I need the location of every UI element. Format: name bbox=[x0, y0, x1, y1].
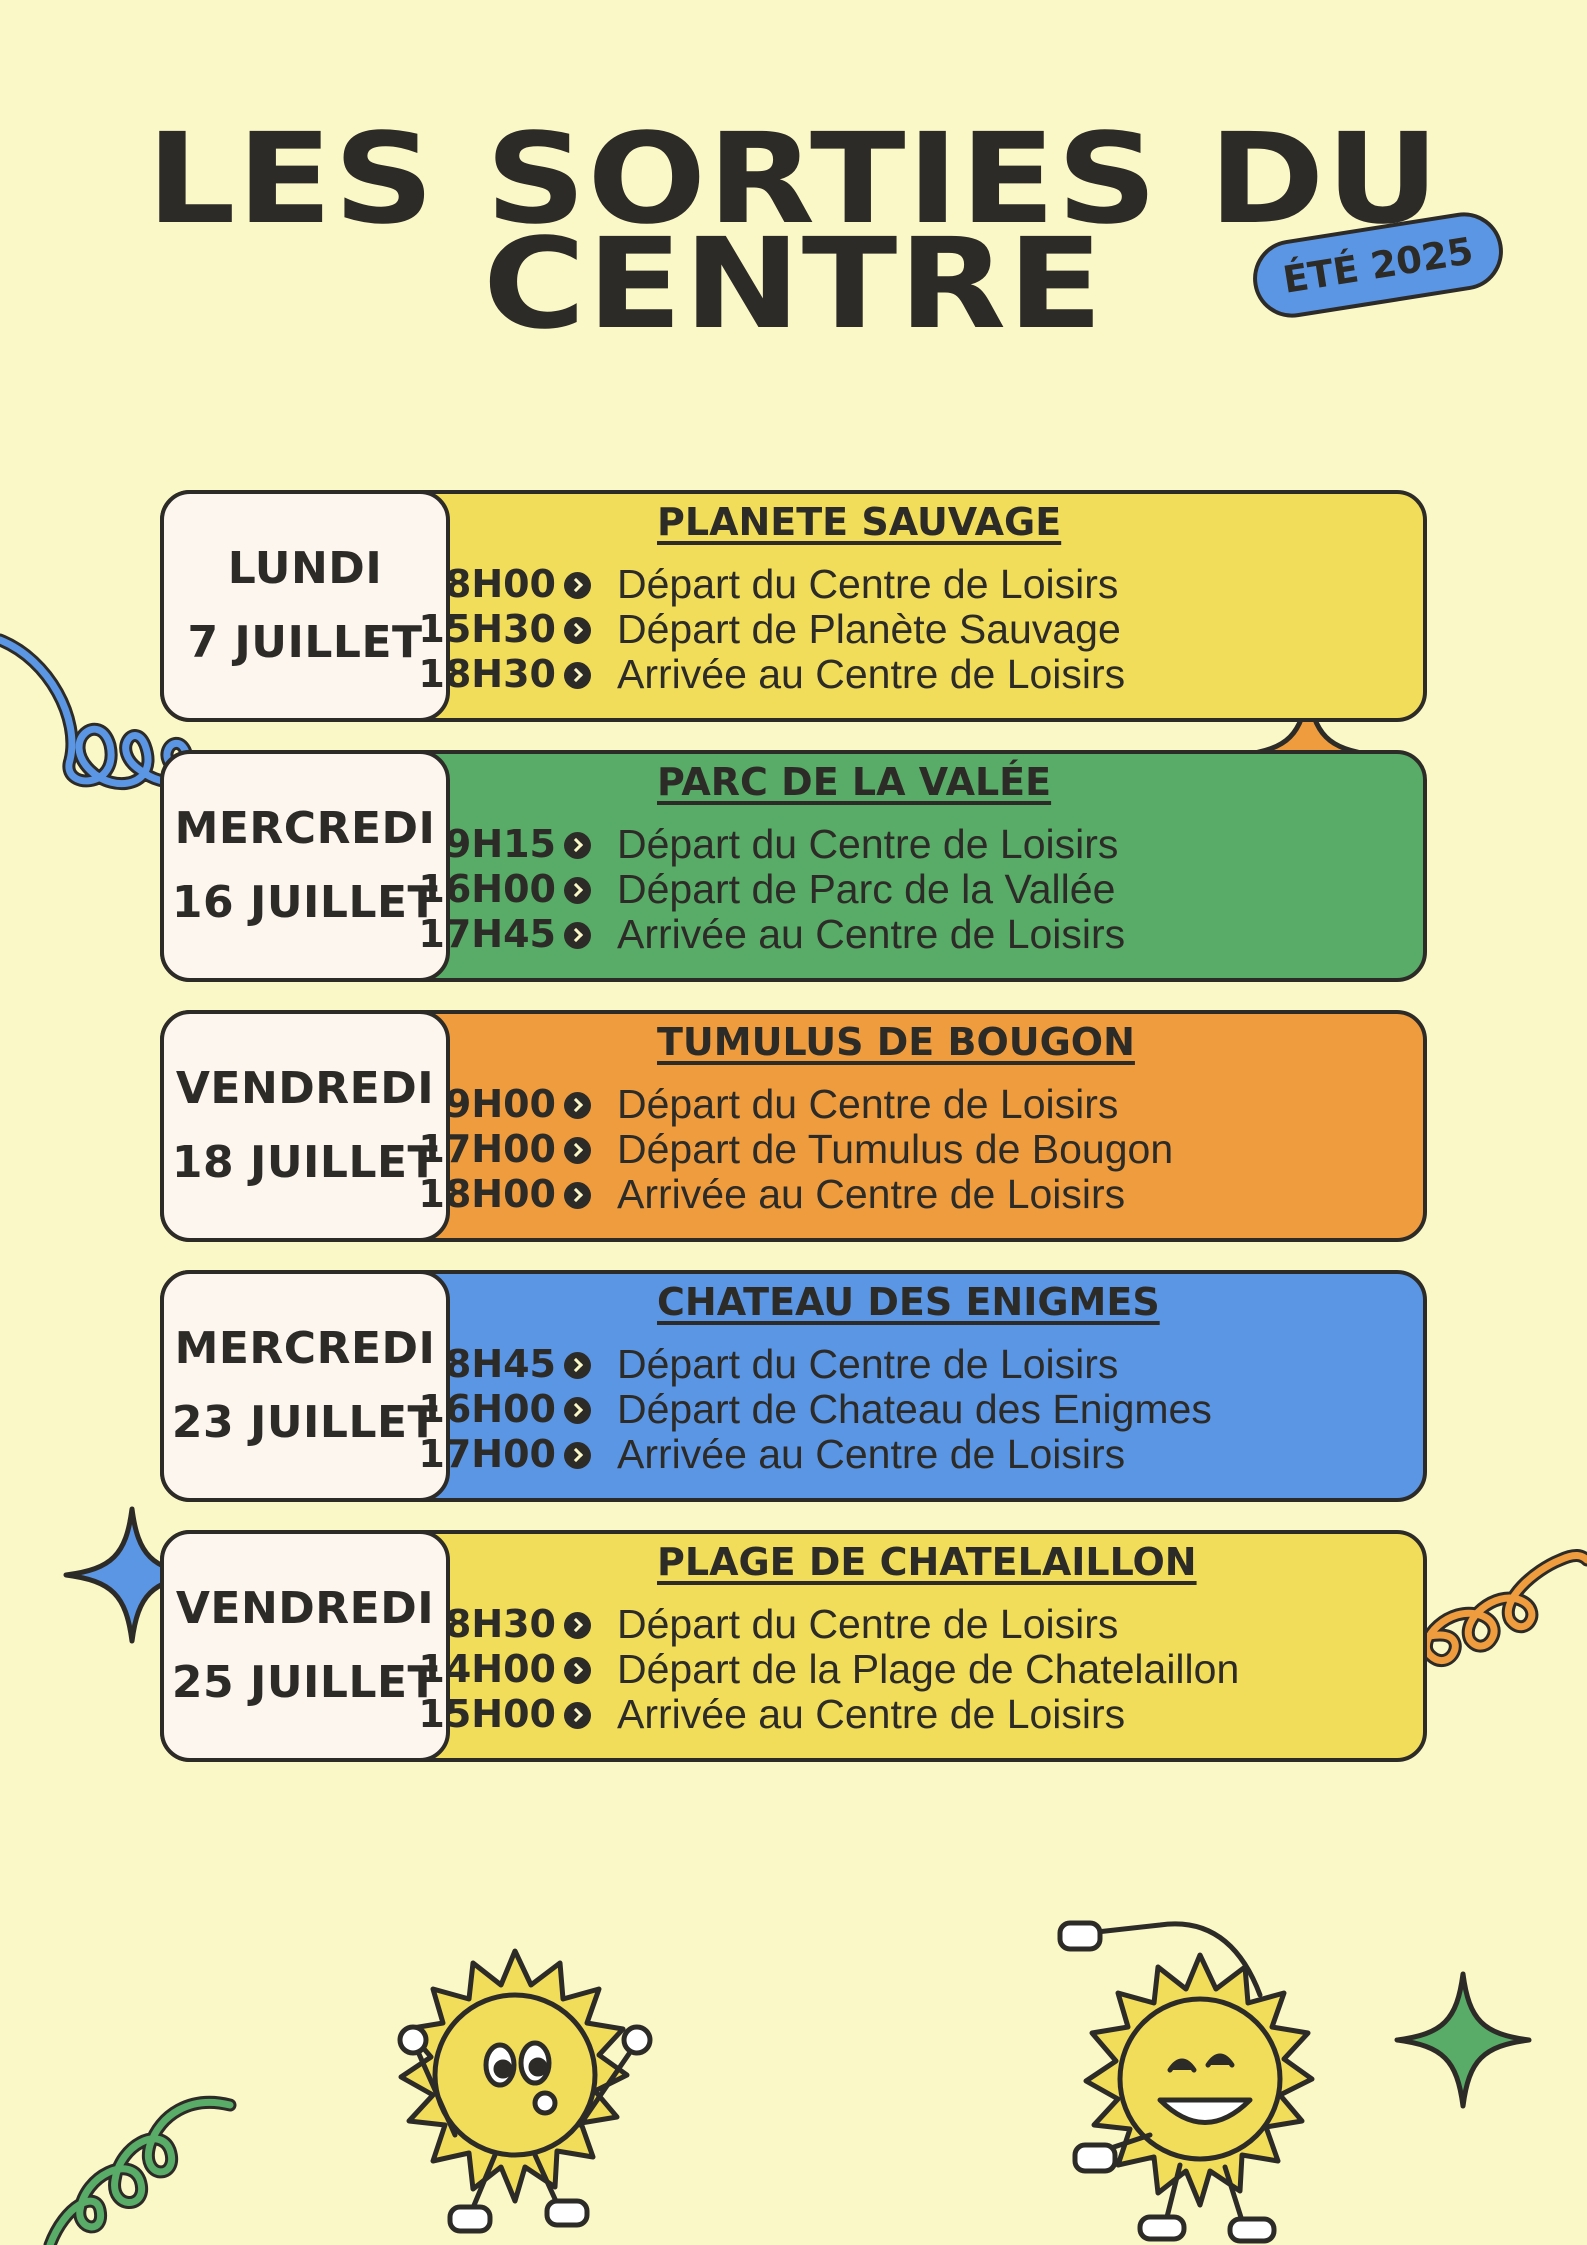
swirl-icon bbox=[1373, 1549, 1587, 1702]
day-panel: LUNDI 7 JUILLET bbox=[160, 490, 450, 722]
chevron-right-icon bbox=[564, 572, 591, 599]
schedule-time: 8H45 bbox=[444, 1342, 556, 1386]
schedule-row: 15H00 Arrivée au Centre de Loisirs bbox=[418, 1691, 1414, 1737]
schedule-label: Départ du Centre de Loisirs bbox=[617, 561, 1119, 607]
swirl-icon bbox=[43, 2095, 237, 2245]
sun-mascot-icon bbox=[1057, 1920, 1315, 2244]
schedule-time: 8H00 bbox=[444, 562, 556, 606]
schedule-label: Arrivée au Centre de Loisirs bbox=[617, 1171, 1126, 1217]
schedule-time: 9H00 bbox=[444, 1082, 556, 1126]
schedule-row: 8H30 Départ du Centre de Loisirs bbox=[445, 1601, 1414, 1647]
destination-title: PLAGE DE CHATELAILLON bbox=[657, 1540, 1197, 1584]
schedule-label: Départ du Centre de Loisirs bbox=[617, 1081, 1119, 1127]
schedule-row: 18H30 Arrivée au Centre de Loisirs bbox=[418, 651, 1414, 697]
schedule-label: Départ du Centre de Loisirs bbox=[617, 821, 1119, 867]
destination-title: PLANETE SAUVAGE bbox=[657, 500, 1062, 544]
chevron-right-icon bbox=[564, 1612, 591, 1639]
day-name: MERCREDI bbox=[174, 803, 436, 854]
schedule-label: Départ de la Plage de Chatelaillon bbox=[617, 1646, 1240, 1692]
schedule-row: 9H15 Départ du Centre de Loisirs bbox=[445, 821, 1414, 867]
schedule: 8H00 Départ du Centre de Loisirs 15H30 D… bbox=[418, 561, 1414, 697]
day-date: 7 JUILLET bbox=[187, 617, 423, 668]
chevron-right-icon bbox=[564, 617, 591, 644]
schedule-time: 17H45 bbox=[418, 912, 556, 956]
schedule-row: 14H00 Départ de la Plage de Chatelaillon bbox=[418, 1646, 1414, 1692]
schedule-row: 16H00 Départ de Chateau des Enigmes bbox=[418, 1386, 1414, 1432]
schedule-time: 17H00 bbox=[418, 1127, 556, 1171]
schedule-row: 9H00 Départ du Centre de Loisirs bbox=[445, 1081, 1414, 1127]
destination-title: PARC DE LA VALÉE bbox=[657, 760, 1052, 804]
schedule-row: 16H00 Départ de Parc de la Vallée bbox=[418, 866, 1414, 912]
schedule: 9H00 Départ du Centre de Loisirs 17H00 D… bbox=[418, 1081, 1414, 1217]
chevron-right-icon bbox=[564, 922, 591, 949]
chevron-right-icon bbox=[564, 1092, 591, 1119]
chevron-right-icon bbox=[564, 1137, 591, 1164]
schedule-row: 17H00 Départ de Tumulus de Bougon bbox=[418, 1126, 1414, 1172]
schedule-label: Départ de Parc de la Vallée bbox=[617, 866, 1116, 912]
chevron-right-icon bbox=[564, 1397, 591, 1424]
schedule-time: 14H00 bbox=[418, 1647, 556, 1691]
schedule-time: 16H00 bbox=[418, 1387, 556, 1431]
chevron-right-icon bbox=[564, 832, 591, 859]
chevron-right-icon bbox=[564, 1657, 591, 1684]
schedule-label: Arrivée au Centre de Loisirs bbox=[617, 911, 1126, 957]
page-title-line1: LES SORTIES DU bbox=[146, 107, 1441, 252]
day-panel: VENDREDI 18 JUILLET bbox=[160, 1010, 450, 1242]
outing-card: LUNDI 7 JUILLET PLANETE SAUVAGE 8H00 Dép… bbox=[160, 490, 1427, 722]
destination-title: TUMULUS DE BOUGON bbox=[657, 1020, 1135, 1064]
chevron-right-icon bbox=[564, 877, 591, 904]
schedule: 8H30 Départ du Centre de Loisirs 14H00 D… bbox=[418, 1601, 1414, 1737]
schedule-time: 15H00 bbox=[418, 1692, 556, 1736]
day-panel: VENDREDI 25 JUILLET bbox=[160, 1530, 450, 1762]
outing-card: VENDREDI 25 JUILLET PLAGE DE CHATELAILLO… bbox=[160, 1530, 1427, 1762]
day-name: VENDREDI bbox=[175, 1583, 435, 1634]
day-date: 18 JUILLET bbox=[171, 1137, 439, 1188]
schedule-time: 18H00 bbox=[418, 1172, 556, 1216]
schedule-row: 8H00 Départ du Centre de Loisirs bbox=[445, 561, 1414, 607]
schedule-label: Départ du Centre de Loisirs bbox=[617, 1341, 1119, 1387]
schedule-label: Arrivée au Centre de Loisirs bbox=[617, 1431, 1126, 1477]
schedule-label: Départ de Chateau des Enigmes bbox=[617, 1386, 1212, 1432]
schedule: 8H45 Départ du Centre de Loisirs 16H00 D… bbox=[418, 1341, 1414, 1477]
schedule: 9H15 Départ du Centre de Loisirs 16H00 D… bbox=[418, 821, 1414, 957]
day-date: 25 JUILLET bbox=[171, 1657, 439, 1708]
destination-title: CHATEAU DES ENIGMES bbox=[657, 1280, 1160, 1324]
chevron-right-icon bbox=[564, 1352, 591, 1379]
schedule-row: 18H00 Arrivée au Centre de Loisirs bbox=[418, 1171, 1414, 1217]
schedule-row: 15H30 Départ de Planète Sauvage bbox=[418, 606, 1414, 652]
schedule-row: 17H00 Arrivée au Centre de Loisirs bbox=[418, 1431, 1414, 1477]
day-date: 16 JUILLET bbox=[171, 877, 439, 928]
sun-mascot-icon bbox=[397, 1948, 653, 2234]
schedule-time: 16H00 bbox=[418, 867, 556, 911]
schedule-label: Départ de Tumulus de Bougon bbox=[617, 1126, 1174, 1172]
schedule-time: 15H30 bbox=[418, 607, 556, 651]
schedule-row: 17H45 Arrivée au Centre de Loisirs bbox=[418, 911, 1414, 957]
schedule-label: Départ du Centre de Loisirs bbox=[617, 1601, 1119, 1647]
outing-card: VENDREDI 18 JUILLET TUMULUS DE BOUGON 9H… bbox=[160, 1010, 1427, 1242]
chevron-right-icon bbox=[564, 662, 591, 689]
chevron-right-icon bbox=[564, 1182, 591, 1209]
schedule-time: 17H00 bbox=[418, 1432, 556, 1476]
swirl-icon bbox=[0, 633, 242, 792]
chevron-right-icon bbox=[564, 1442, 591, 1469]
page-title-line2: CENTRE bbox=[482, 212, 1105, 357]
chevron-right-icon bbox=[564, 1702, 591, 1729]
schedule-time: 8H30 bbox=[444, 1602, 556, 1646]
outing-card: MERCREDI 23 JUILLET CHATEAU DES ENIGMES … bbox=[160, 1270, 1427, 1502]
day-panel: MERCREDI 23 JUILLET bbox=[160, 1270, 450, 1502]
schedule-label: Arrivée au Centre de Loisirs bbox=[617, 1691, 1126, 1737]
sparkle-icon bbox=[1394, 1971, 1532, 2109]
day-date: 23 JUILLET bbox=[171, 1397, 439, 1448]
outing-card: MERCREDI 16 JUILLET PARC DE LA VALÉE 9H1… bbox=[160, 750, 1427, 982]
schedule-label: Départ de Planète Sauvage bbox=[617, 606, 1121, 652]
schedule-row: 8H45 Départ du Centre de Loisirs bbox=[445, 1341, 1414, 1387]
day-name: LUNDI bbox=[227, 543, 383, 594]
schedule-label: Arrivée au Centre de Loisirs bbox=[617, 651, 1126, 697]
schedule-time: 9H15 bbox=[444, 822, 556, 866]
day-name: VENDREDI bbox=[175, 1063, 435, 1114]
day-panel: MERCREDI 16 JUILLET bbox=[160, 750, 450, 982]
day-name: MERCREDI bbox=[174, 1323, 436, 1374]
schedule-time: 18H30 bbox=[418, 652, 556, 696]
